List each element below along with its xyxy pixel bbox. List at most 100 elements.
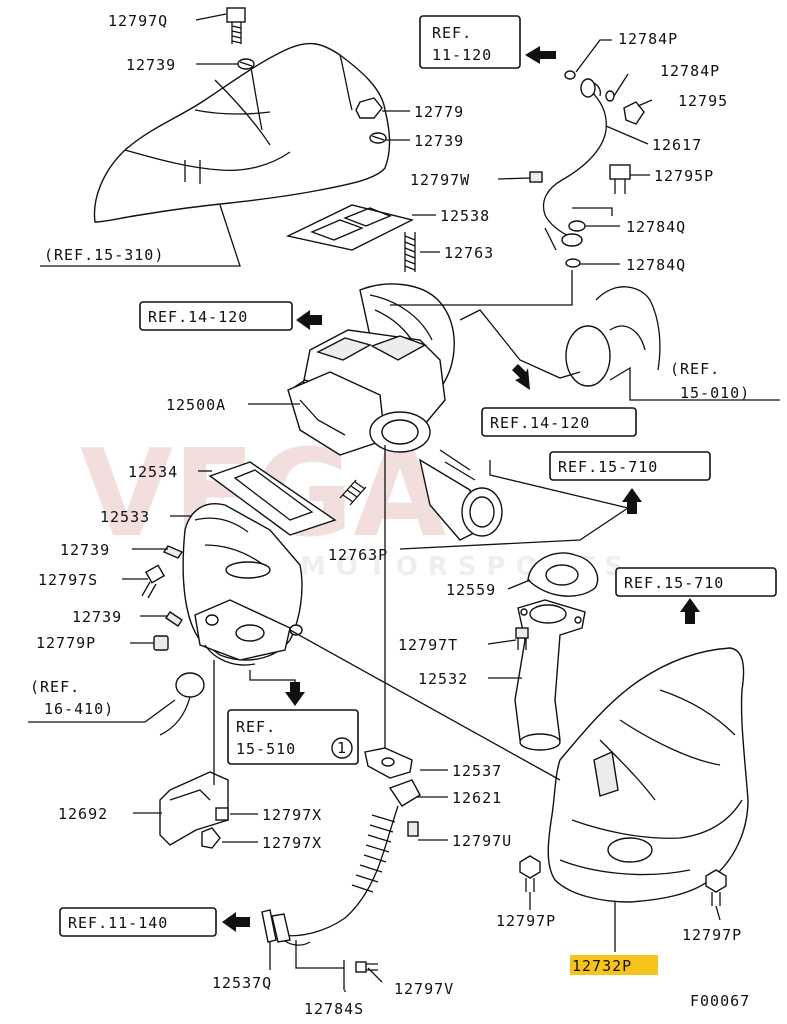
leader-lines — [28, 13, 780, 992]
label-12538[interactable]: 12538 — [440, 207, 490, 225]
highlight-12732P — [570, 955, 658, 975]
label-12739-c[interactable]: 12739 — [60, 541, 110, 559]
ref-box-14-120-left[interactable]: REF.14-120 — [139, 301, 293, 331]
ref-15-710-upper-label: REF.15-710 — [558, 458, 658, 476]
label-12621[interactable]: 12621 — [452, 789, 502, 807]
label-12739-second[interactable]: 12739 — [414, 132, 464, 150]
ref-box-14-120-right[interactable]: REF.14-120 — [481, 407, 637, 437]
arrow-ref-15-710-lower — [680, 598, 700, 624]
label-12617[interactable]: 12617 — [652, 136, 702, 154]
spring-washer-12739-top — [237, 58, 255, 70]
upper-heat-shield — [93, 42, 391, 223]
label-12692[interactable]: 12692 — [58, 805, 108, 823]
bolt-12797P-right — [705, 869, 727, 906]
label-12797P-right[interactable]: 12797P — [682, 926, 742, 944]
label-12795P[interactable]: 12795P — [654, 167, 714, 185]
ref-15-510-circle-number: 1 — [337, 739, 347, 757]
ref-box-11-120[interactable]: REF. 11-120 — [419, 15, 521, 69]
bolt-12797P-left — [519, 855, 541, 892]
ref-box-11-140[interactable]: REF.11-140 — [59, 907, 217, 937]
part-labels: 12797Q 12739 12779 12739 12797W 12538 12… — [36, 12, 750, 1018]
ref-box-15-710-lower[interactable]: REF.15-710 — [615, 567, 777, 597]
arrow-ref-14-120-left — [296, 310, 322, 330]
turbo-elbow-12533 — [182, 503, 303, 666]
gasket-12784P-b — [605, 90, 615, 102]
gasket-12784Q-b — [565, 258, 581, 268]
label-12779P[interactable]: 12779P — [36, 634, 96, 652]
lower-heat-shield-12732P — [547, 647, 749, 903]
ref-11-120-line1: REF. — [432, 24, 472, 42]
label-12797V[interactable]: 12797V — [394, 980, 454, 998]
bolt-12797V — [355, 961, 378, 973]
label-12537Q[interactable]: 12537Q — [212, 974, 272, 992]
bolt-12797T — [515, 627, 529, 650]
reference-arrows — [222, 46, 700, 932]
label-12797T[interactable]: 12797T — [398, 636, 458, 654]
ref-15-310-label: (REF.15-310) — [44, 246, 164, 264]
ref-14-120-right-label: REF.14-120 — [490, 414, 590, 432]
bolt-12795P — [609, 164, 631, 194]
ref-15-510-line1: REF. — [236, 718, 276, 736]
label-12739-d[interactable]: 12739 — [72, 608, 122, 626]
ref-16-410[interactable]: (REF. 16-410) — [30, 678, 114, 718]
intake-pipe-ring — [565, 286, 661, 387]
figure-code: F00067 — [690, 992, 750, 1010]
gasket-12784P-a — [564, 70, 576, 80]
spring-washer-12739-c — [162, 545, 184, 559]
label-12797S[interactable]: 12797S — [38, 571, 98, 589]
nut-12779P — [153, 635, 169, 651]
gasket-12534 — [208, 461, 337, 536]
label-12784Q-a[interactable]: 12784Q — [626, 218, 686, 236]
label-12795[interactable]: 12795 — [678, 92, 728, 110]
label-12763P[interactable]: 12763P — [328, 546, 388, 564]
label-12532[interactable]: 12532 — [418, 670, 468, 688]
label-12784P-a[interactable]: 12784P — [618, 30, 678, 48]
label-12797Q[interactable]: 12797Q — [108, 12, 168, 30]
ref-16-410-line2: 16-410) — [44, 700, 114, 718]
label-12784S[interactable]: 12784S — [304, 1000, 364, 1018]
label-12784Q-b[interactable]: 12784Q — [626, 256, 686, 274]
label-12763[interactable]: 12763 — [444, 244, 494, 262]
turbocharger-12500A — [287, 283, 503, 541]
ref-15-010-line2: 15-010) — [680, 384, 750, 402]
label-12779[interactable]: 12779 — [414, 103, 464, 121]
bolt-12797X-b — [201, 827, 221, 849]
oil-return-pipe-12621 — [279, 779, 421, 946]
label-12533[interactable]: 12533 — [100, 508, 150, 526]
gasket-12537 — [364, 747, 413, 779]
ref-11-120-line2: 11-120 — [432, 46, 492, 64]
oil-pipe-12617 — [542, 78, 607, 247]
ref-box-15-710-upper[interactable]: REF.15-710 — [549, 451, 711, 481]
gasket-12784Q-a — [568, 220, 586, 232]
label-12537[interactable]: 12537 — [452, 762, 502, 780]
ref-15-010-line1: (REF. — [670, 360, 720, 378]
spring-washer-12739-second — [369, 132, 387, 144]
ref-15-310[interactable]: (REF.15-310) — [44, 246, 164, 264]
label-12559[interactable]: 12559 — [446, 581, 496, 599]
label-12797U[interactable]: 12797U — [452, 832, 512, 850]
bolt-12797S — [141, 564, 166, 599]
label-12797W[interactable]: 12797W — [410, 171, 470, 189]
arrow-ref-15-710-upper — [622, 488, 642, 514]
label-12732P[interactable]: 12732P — [572, 957, 632, 975]
bolt-12797W — [529, 171, 543, 183]
ref-15-510-circle — [331, 737, 353, 759]
spring-washer-12739-d — [165, 611, 183, 627]
label-12797X-a[interactable]: 12797X — [262, 806, 322, 824]
stud-12763P — [339, 479, 367, 506]
label-12797X-b[interactable]: 12797X — [262, 834, 322, 852]
label-12784P-b[interactable]: 12784P — [660, 62, 720, 80]
label-12500A[interactable]: 12500A — [166, 396, 226, 414]
ref-15-710-lower-label: REF.15-710 — [624, 574, 724, 592]
label-12797P-left[interactable]: 12797P — [496, 912, 556, 930]
bolt-12797X-a — [215, 807, 229, 821]
label-12534[interactable]: 12534 — [128, 463, 178, 481]
nut-12779 — [355, 97, 383, 119]
ref-16-410-line1: (REF. — [30, 678, 80, 696]
ref-15-010[interactable]: (REF. 15-010) — [670, 360, 750, 402]
ref-box-15-510[interactable]: REF. 15-510 1 — [227, 709, 359, 765]
label-12739-top[interactable]: 12739 — [126, 56, 176, 74]
ref-15-510-line2: 15-510 — [236, 740, 296, 758]
arrow-ref-11-120 — [525, 46, 556, 64]
exhaust-pipe-12532 — [514, 599, 586, 751]
